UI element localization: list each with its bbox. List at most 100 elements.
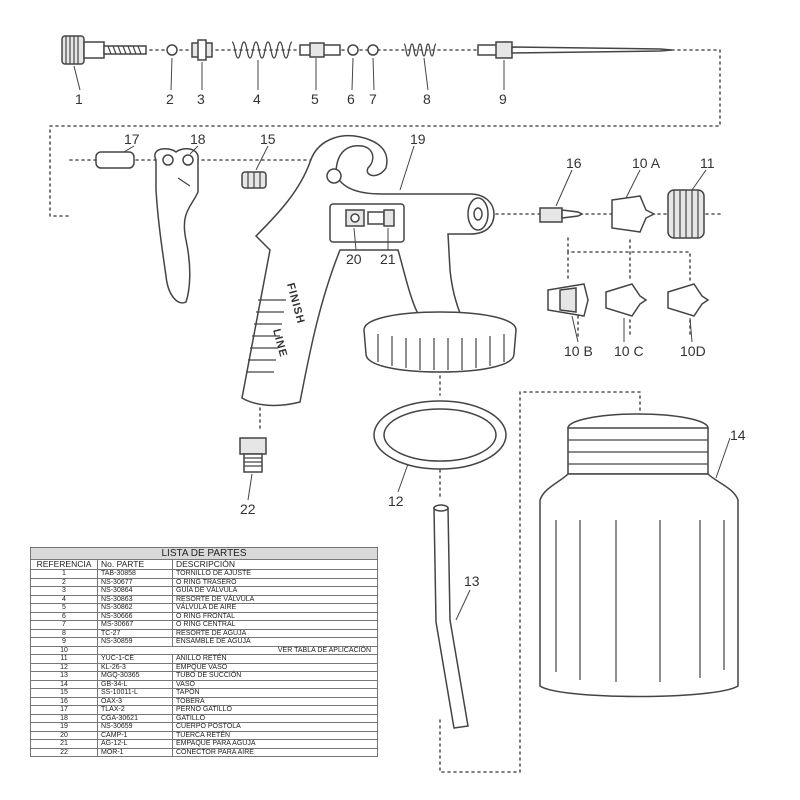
label-10c: 10 C	[614, 343, 644, 359]
cell-description: EMPAQUE PARA AGUJA	[172, 739, 378, 749]
part-10c-air-cap	[605, 283, 648, 317]
label-10b: 10 B	[564, 343, 593, 359]
cell-reference: 2	[30, 577, 98, 587]
cell-reference: 14	[30, 679, 98, 689]
cell-reference: 1	[30, 569, 98, 579]
part-10d-air-cap	[667, 283, 710, 317]
part-1-adjust-screw	[61, 35, 147, 65]
cell-reference: 20	[30, 730, 98, 740]
table-title-row: LISTA DE PARTES	[30, 547, 378, 560]
cell-reference: 12	[30, 662, 98, 672]
label-5: 5	[311, 91, 319, 107]
table-header-row: REFERENCIA No. PARTE DESCRIPCIÓN	[30, 559, 378, 570]
label-13: 13	[464, 573, 480, 589]
cell-reference: 4	[30, 594, 98, 604]
cell-part-number: NS-30862	[97, 603, 173, 613]
part-14-cup	[539, 413, 739, 698]
cell-description: CONECTOR PARA AIRE	[172, 747, 378, 757]
label-4: 4	[253, 91, 261, 107]
cell-part-number: NS-30864	[97, 586, 173, 596]
part-4-valve-spring	[231, 41, 293, 59]
cell-part-number: NS-30666	[97, 611, 173, 621]
label-10a: 10 A	[632, 155, 661, 171]
table-title: LISTA DE PARTES	[30, 547, 378, 560]
cell-part-number: GB-34-L	[97, 679, 173, 689]
parts-list-table: LISTA DE PARTES REFERENCIA No. PARTE DES…	[30, 547, 378, 757]
part-10a-air-cap	[611, 195, 656, 233]
label-15: 15	[260, 131, 276, 147]
cell-description: TUERCA RETÉN	[172, 730, 378, 740]
label-16: 16	[566, 155, 582, 171]
cell-part-number: TLAX-2	[97, 705, 173, 715]
part-15-plug	[241, 171, 267, 189]
cell-reference: 22	[30, 747, 98, 757]
label-19: 19	[410, 131, 426, 147]
label-20: 20	[346, 251, 362, 267]
part-2-o-ring	[166, 44, 178, 56]
cell-part-number: MOR-1	[97, 747, 173, 757]
part-7-o-ring	[367, 44, 379, 56]
label-10d: 10D	[680, 343, 706, 359]
cell-part-number: MGQ-30365	[97, 671, 173, 681]
label-17: 17	[124, 131, 140, 147]
part-13-suction-tube	[433, 504, 469, 729]
cell-part-number: OAX-3	[97, 696, 173, 706]
label-18: 18	[190, 131, 206, 147]
cell-reference: 16	[30, 696, 98, 706]
cell-description: PERNO GATILLO	[172, 705, 378, 715]
label-6: 6	[347, 91, 355, 107]
cell-description: GATILLO	[172, 713, 378, 723]
part-5-air-valve	[299, 42, 341, 58]
cell-part-number: NS-30677	[97, 577, 173, 587]
cell-description: VER TABLA DE APLICACIÓN	[97, 645, 378, 655]
part-8-needle-spring	[403, 43, 437, 57]
cell-description: VÁLVULA DE AIRE	[172, 603, 378, 613]
label-3: 3	[197, 91, 205, 107]
cell-reference: 10	[30, 645, 98, 655]
cell-description: TOBERA	[172, 696, 378, 706]
part-16-nozzle	[539, 207, 584, 223]
label-14: 14	[730, 427, 746, 443]
cell-part-number: AG-12-L	[97, 739, 173, 749]
column-header-part-number: No. PARTE	[97, 559, 173, 570]
part-11-retaining-ring	[667, 189, 705, 239]
cell-part-number: KL-26-3	[97, 662, 173, 672]
part-6-o-ring	[347, 44, 359, 56]
part-12-cup-gasket	[373, 400, 507, 470]
cell-reference: 7	[30, 620, 98, 630]
cell-reference: 3	[30, 586, 98, 596]
cell-reference: 8	[30, 628, 98, 638]
label-11: 11	[700, 155, 715, 171]
cell-description: CUERPO POSTOLA	[172, 722, 378, 732]
cell-reference: 5	[30, 603, 98, 613]
gun-body-cap-ring	[363, 311, 517, 373]
label-7: 7	[369, 91, 377, 107]
label-12: 12	[388, 493, 404, 509]
cell-reference: 11	[30, 654, 98, 664]
cell-part-number: NS-30659	[97, 722, 173, 732]
cell-reference: 19	[30, 722, 98, 732]
part-20-retaining-nut	[345, 209, 365, 227]
label-8: 8	[423, 91, 431, 107]
cell-reference: 6	[30, 611, 98, 621]
part-17-trigger-pin	[95, 151, 135, 169]
cell-description: O RING FRONTAL	[172, 611, 378, 621]
cell-description: TUBO DE SUCCIÓN	[172, 671, 378, 681]
part-9-needle-assembly	[477, 41, 673, 59]
cell-description: TAPÓN	[172, 688, 378, 698]
